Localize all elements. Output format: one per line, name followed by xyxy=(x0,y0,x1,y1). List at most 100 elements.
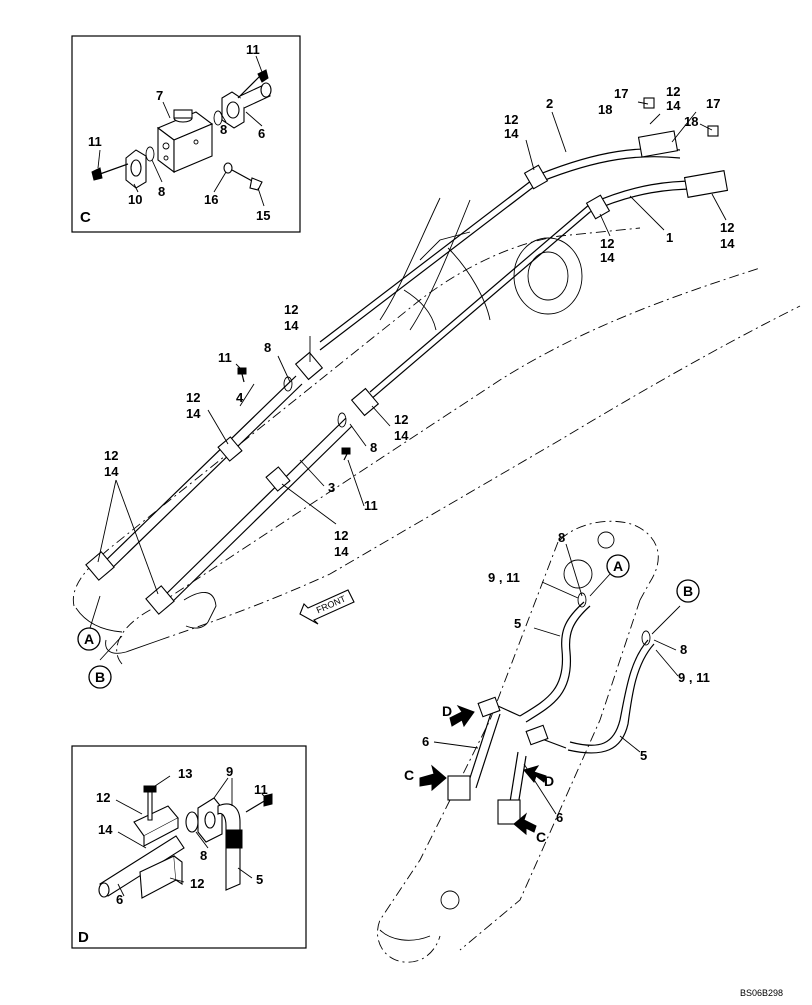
svg-text:C: C xyxy=(404,767,414,783)
label-7: 7 xyxy=(156,88,163,103)
circle-callout: A xyxy=(77,627,101,651)
label-6: 6 xyxy=(116,892,123,907)
bolt-icon xyxy=(91,163,129,181)
label-11: 11 xyxy=(246,42,260,57)
label-12: 12 xyxy=(190,876,204,891)
label-14: 14 xyxy=(98,822,113,837)
label-16: 16 xyxy=(204,192,218,207)
front-arrow: FRONT xyxy=(299,589,355,625)
o-ring xyxy=(145,146,155,162)
label-18: 18 xyxy=(684,114,698,129)
label-12: 12 xyxy=(284,302,298,317)
arrow-callout-d: D xyxy=(523,765,554,789)
label-hose-2: 2 xyxy=(546,96,553,111)
hose-lines xyxy=(99,148,721,609)
label-12: 12 xyxy=(720,220,734,235)
svg-text:A: A xyxy=(613,558,623,574)
boom-clamps xyxy=(85,97,729,615)
label-10: 10 xyxy=(128,192,142,207)
label-14: 14 xyxy=(720,236,735,251)
label-17: 17 xyxy=(614,86,628,101)
svg-text:C: C xyxy=(536,829,546,845)
fitting-block xyxy=(497,799,521,825)
svg-text:B: B xyxy=(95,669,105,685)
label-12: 12 xyxy=(394,412,408,427)
inset-c: C xyxy=(71,35,301,233)
label-8: 8 xyxy=(558,530,565,545)
label-14: 14 xyxy=(394,428,409,443)
label-9-11: 9 , 11 xyxy=(488,570,520,585)
circle-callout: B xyxy=(676,579,700,603)
inset-c-letter: C xyxy=(80,209,91,226)
label-pipe-6: 6 xyxy=(422,734,429,749)
label-8: 8 xyxy=(200,848,207,863)
inset-d: D xyxy=(71,745,307,949)
arrow-callout-c: C xyxy=(513,812,546,845)
label-8: 8 xyxy=(680,642,687,657)
label-hose-3: 3 xyxy=(328,480,335,495)
label-11: 11 xyxy=(364,498,378,513)
label-11: 11 xyxy=(88,134,102,149)
label-8: 8 xyxy=(370,440,377,455)
boom-leaders xyxy=(89,101,727,661)
label-17: 17 xyxy=(706,96,720,111)
label-14: 14 xyxy=(104,464,119,479)
inset-d-letter: D xyxy=(78,929,89,946)
label-hose-5: 5 xyxy=(514,616,521,631)
flange-6 xyxy=(221,82,272,129)
label-14: 14 xyxy=(284,318,299,333)
label-hose-5: 5 xyxy=(640,748,647,763)
bolt-icon xyxy=(237,69,269,99)
label-6: 6 xyxy=(258,126,265,141)
inset-d-frame xyxy=(71,745,307,949)
label-hose-4: 4 xyxy=(236,390,244,405)
o-ring xyxy=(213,110,223,126)
flange-10 xyxy=(125,149,147,189)
label-8: 8 xyxy=(220,122,227,137)
arm-outline xyxy=(377,520,659,963)
label-12: 12 xyxy=(504,112,518,127)
label-8: 8 xyxy=(158,184,165,199)
label-14: 14 xyxy=(666,98,681,113)
label-11: 11 xyxy=(254,782,268,797)
label-15: 15 xyxy=(256,208,270,223)
label-9-11: 9 , 11 xyxy=(678,670,710,685)
label-13: 13 xyxy=(178,766,192,781)
bolt-icon xyxy=(245,793,273,813)
label-pipe-6: 6 xyxy=(556,810,563,825)
svg-text:A: A xyxy=(84,631,94,647)
fitting-block xyxy=(447,775,471,801)
label-18: 18 xyxy=(598,102,612,117)
label-11: 11 xyxy=(218,350,232,365)
svg-text:D: D xyxy=(442,703,452,719)
label-12: 12 xyxy=(666,84,680,99)
bolt-icon xyxy=(231,169,263,191)
inset-c-frame xyxy=(71,35,301,233)
label-8: 8 xyxy=(264,340,271,355)
circle-callout: A xyxy=(606,554,630,578)
label-5: 5 xyxy=(256,872,263,887)
svg-text:D: D xyxy=(544,773,554,789)
label-12: 12 xyxy=(96,790,110,805)
label-12: 12 xyxy=(104,448,118,463)
label-14: 14 xyxy=(504,126,519,141)
washer-icon xyxy=(223,162,233,174)
label-12: 12 xyxy=(600,236,614,251)
arrow-callout-d: D xyxy=(442,703,475,728)
arm-hoses xyxy=(447,592,655,825)
arrow-callout-c: C xyxy=(404,764,447,792)
document-id: BS06B298 xyxy=(740,988,783,998)
label-14: 14 xyxy=(186,406,201,421)
svg-text:B: B xyxy=(683,583,693,599)
label-12: 12 xyxy=(186,390,200,405)
valve-block xyxy=(156,109,214,174)
label-12: 12 xyxy=(334,528,348,543)
label-14: 14 xyxy=(334,544,349,559)
label-9: 9 xyxy=(226,764,233,779)
label-hose-1: 1 xyxy=(666,230,673,245)
label-14: 14 xyxy=(600,250,615,265)
bolt-icon xyxy=(143,785,157,821)
circle-callout: B xyxy=(88,665,112,689)
